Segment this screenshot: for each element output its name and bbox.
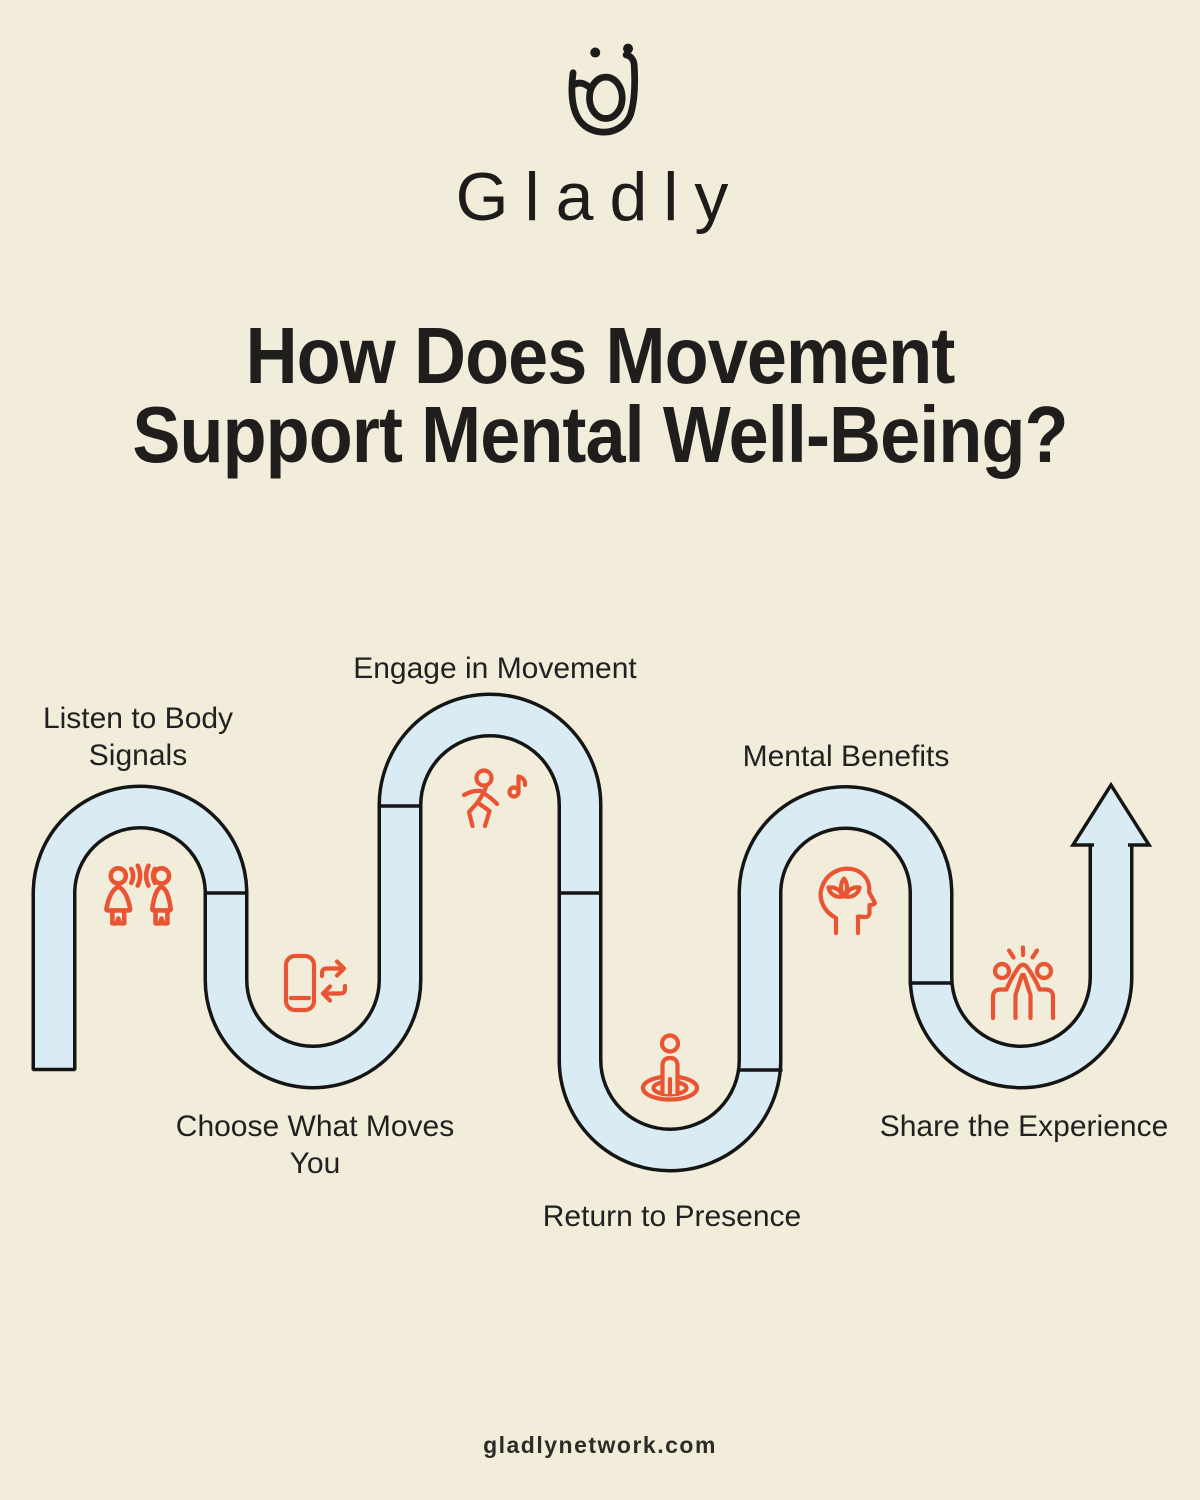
page-title: How Does Movement Support Mental Well-Be…	[60, 311, 1140, 479]
step-label-engage-in-movement: Engage in Movement	[353, 652, 637, 685]
ripple-presence-icon	[640, 1033, 700, 1102]
gladly-monogram-icon	[568, 43, 639, 136]
title-line-1: How Does Movement	[245, 311, 956, 400]
high-five-icon	[990, 945, 1056, 1021]
body-signals-icon	[104, 863, 173, 926]
title-line-2: Support Mental Well-Being?	[132, 390, 1068, 479]
phone-swap-icon	[283, 953, 348, 1013]
step-label-share-the-experience: Share the Experience	[879, 1110, 1169, 1143]
step-label-return-to-presence: Return to Presence	[542, 1200, 802, 1233]
brand-wordmark: Gladly	[455, 159, 745, 235]
step-label-mental-benefits: Mental Benefits	[742, 740, 950, 773]
footer-url: gladlynetwork.com	[483, 1432, 717, 1458]
step-label-listen-to-body-signals: Listen to Body Signals	[42, 702, 234, 772]
mind-lotus-icon	[818, 866, 877, 936]
step-label-choose-what-moves-you: Choose What Moves You	[175, 1110, 455, 1180]
journey-arrow-head	[1069, 781, 1153, 847]
runner-music-icon	[461, 768, 528, 829]
journey-path	[35, 696, 1130, 1169]
